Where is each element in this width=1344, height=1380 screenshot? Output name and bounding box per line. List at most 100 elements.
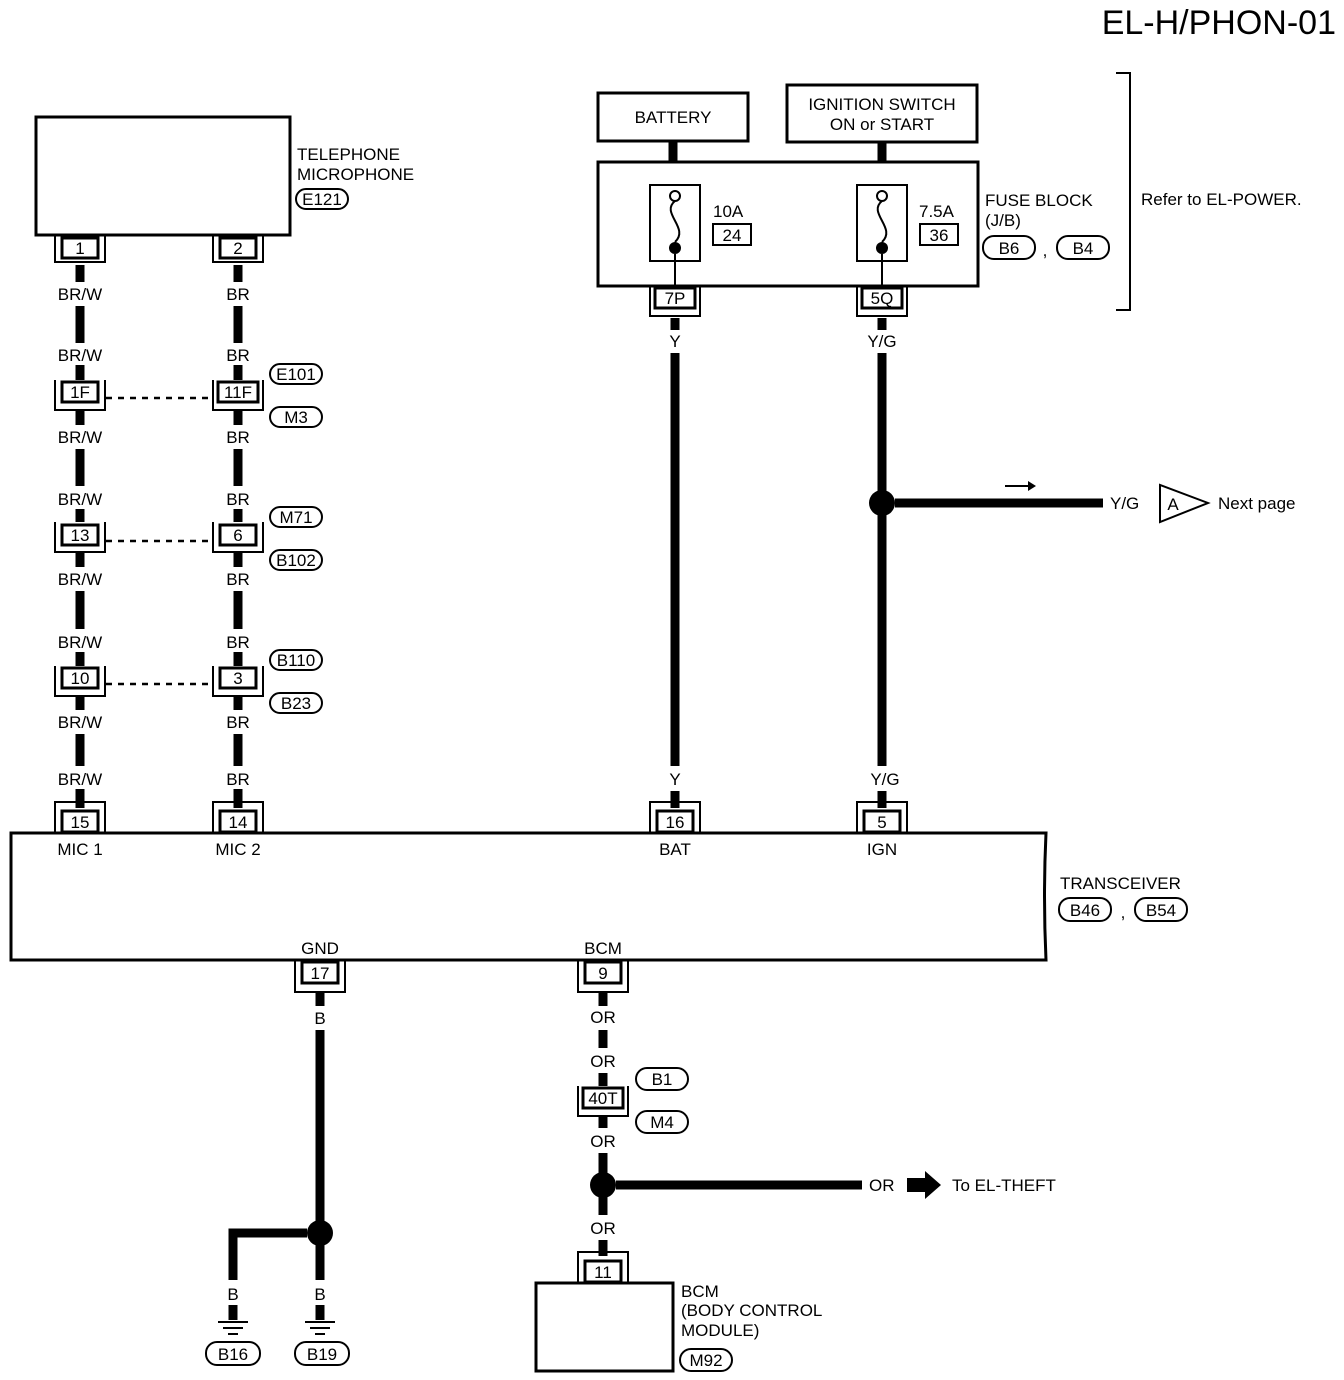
svg-text:TRANSCEIVER: TRANSCEIVER <box>1060 874 1181 893</box>
arrow-right-icon <box>907 1171 941 1199</box>
svg-text:BAT: BAT <box>659 840 691 859</box>
svg-text:Y/G: Y/G <box>870 770 899 789</box>
telephone-microphone-connector: E121 <box>302 190 342 209</box>
svg-text:OR: OR <box>590 1052 616 1071</box>
wire-ground: B B B <box>227 993 333 1320</box>
fuse-2-number: 36 <box>930 226 949 245</box>
svg-text:BATTERY: BATTERY <box>635 108 712 127</box>
transceiver-pin-mic2: 14 MIC 2 <box>212 801 264 859</box>
svg-text:BR: BR <box>226 770 250 789</box>
svg-text:BCM: BCM <box>584 939 622 958</box>
svg-text:BR: BR <box>226 633 250 652</box>
mic-pin-1: 1 <box>54 236 106 263</box>
refer-note: Refer to EL-POWER. <box>1116 72 1302 311</box>
svg-text:11F: 11F <box>224 383 252 402</box>
transceiver-pin-mic1: 15 MIC 1 <box>54 801 106 859</box>
ground-b19: B19 <box>294 1321 350 1366</box>
svg-text:M3: M3 <box>284 408 308 427</box>
svg-text:GND: GND <box>301 939 339 958</box>
svg-text:IGN: IGN <box>867 840 897 859</box>
svg-text:MIC 1: MIC 1 <box>57 840 102 859</box>
fuse-2-rating: 7.5A <box>919 202 955 221</box>
svg-text:B4: B4 <box>1073 239 1094 258</box>
svg-text:B6: B6 <box>999 239 1020 258</box>
svg-text:17: 17 <box>311 964 330 983</box>
theft-reference: OR To EL-THEFT <box>869 1171 1056 1199</box>
fuse-output-5q: 5Q <box>856 286 908 317</box>
fuse-1-rating: 10A <box>713 202 744 221</box>
svg-text:E101: E101 <box>276 365 316 384</box>
svg-text:10: 10 <box>71 669 90 688</box>
svg-text:(BODY CONTROL: (BODY CONTROL <box>681 1301 822 1320</box>
ignition-switch: IGNITION SWITCH ON or START <box>785 83 979 144</box>
svg-text:Y: Y <box>669 770 680 789</box>
svg-text:5Q: 5Q <box>871 289 894 308</box>
joint-connector-3: 10 3 B110 B23 <box>54 649 323 714</box>
svg-text:16: 16 <box>666 813 685 832</box>
transceiver-pin-gnd: GND 17 <box>294 939 346 993</box>
svg-text:OR: OR <box>590 1219 616 1238</box>
svg-text:M4: M4 <box>650 1113 674 1132</box>
svg-text:Refer to EL-POWER.: Refer to EL-POWER. <box>1141 190 1302 209</box>
svg-text:FUSE BLOCK: FUSE BLOCK <box>985 191 1093 210</box>
svg-text:BR/W: BR/W <box>58 490 102 509</box>
svg-text:BR/W: BR/W <box>58 428 102 447</box>
svg-text:A: A <box>1167 495 1179 514</box>
svg-text:,: , <box>1121 903 1126 922</box>
svg-text:6: 6 <box>233 526 242 545</box>
wire-yg: Y/G Y/G <box>867 318 1103 808</box>
fuse-block: 10A 24 7.5A 36 FUSE BLOCK (J/B) B6 , B4 <box>596 160 1110 288</box>
svg-text:Y/G: Y/G <box>1110 494 1139 513</box>
svg-text:1: 1 <box>75 239 84 258</box>
svg-text:BR: BR <box>226 346 250 365</box>
svg-text:5: 5 <box>877 813 886 832</box>
svg-text:Y/G: Y/G <box>867 332 896 351</box>
svg-text:B46: B46 <box>1070 901 1100 920</box>
wire-y: Y Y <box>669 318 681 808</box>
svg-text:BR/W: BR/W <box>58 713 102 732</box>
fuse-1-number: 24 <box>723 226 742 245</box>
svg-text:Y: Y <box>669 332 680 351</box>
svg-text:BCM: BCM <box>681 1282 719 1301</box>
svg-text:OR: OR <box>590 1008 616 1027</box>
svg-text:B: B <box>227 1285 238 1304</box>
svg-text:BR: BR <box>226 570 250 589</box>
svg-text:15: 15 <box>71 813 90 832</box>
svg-text:BR/W: BR/W <box>58 633 102 652</box>
bcm-module: 11 BCM (BODY CONTROL MODULE) M92 <box>534 1251 822 1373</box>
svg-text:BR/W: BR/W <box>58 285 102 304</box>
svg-text:ON or START: ON or START <box>830 115 934 134</box>
svg-text:B23: B23 <box>281 694 311 713</box>
svg-text:BR: BR <box>226 713 250 732</box>
svg-text:BR: BR <box>226 285 250 304</box>
svg-text:BR: BR <box>226 428 250 447</box>
svg-text:OR: OR <box>869 1176 895 1195</box>
telephone-microphone-label-2: MICROPHONE <box>297 165 414 184</box>
joint-connector-40t: 40T B1 M4 <box>577 1067 689 1134</box>
svg-text:40T: 40T <box>588 1089 617 1108</box>
svg-text:1F: 1F <box>70 383 90 402</box>
fuse-output-7p: 7P <box>649 286 701 317</box>
svg-text:11: 11 <box>594 1263 612 1282</box>
transceiver-pin-bcm: BCM 9 <box>577 939 629 993</box>
transceiver-pin-bat: 16 BAT <box>649 801 701 859</box>
svg-text:B102: B102 <box>276 551 316 570</box>
svg-text:Next page: Next page <box>1218 494 1296 513</box>
svg-text:IGNITION SWITCH: IGNITION SWITCH <box>808 95 955 114</box>
ground-b16: B16 <box>205 1321 261 1366</box>
next-page-reference: Y/G A Next page <box>1005 481 1296 524</box>
svg-text:BR/W: BR/W <box>58 770 102 789</box>
svg-text:B1: B1 <box>652 1070 673 1089</box>
svg-text:M71: M71 <box>279 508 312 527</box>
svg-text:B16: B16 <box>218 1345 248 1364</box>
svg-text:To EL-THEFT: To EL-THEFT <box>952 1176 1056 1195</box>
svg-text:B54: B54 <box>1146 901 1176 920</box>
svg-text:B110: B110 <box>277 651 315 670</box>
joint-connector-2: 13 6 M71 B102 <box>54 506 323 571</box>
wire-or: OR OR OR OR <box>590 993 862 1256</box>
telephone-microphone: TELEPHONE MICROPHONE E121 <box>34 115 414 237</box>
svg-text:BR: BR <box>226 490 250 509</box>
svg-text:M92: M92 <box>689 1351 722 1370</box>
svg-text:9: 9 <box>598 964 607 983</box>
